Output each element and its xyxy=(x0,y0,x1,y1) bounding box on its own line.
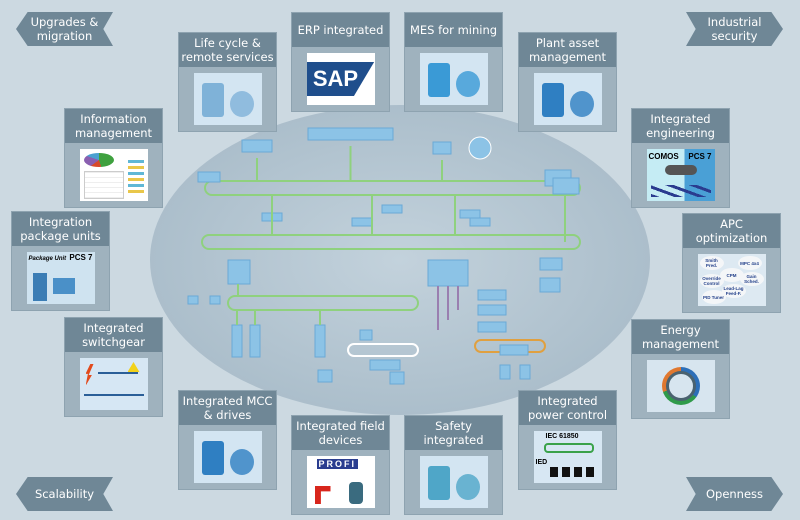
device xyxy=(477,304,507,316)
device xyxy=(209,295,221,305)
device xyxy=(314,324,326,358)
device xyxy=(351,217,373,227)
device xyxy=(539,277,561,293)
package-unit-label: Package Unit xyxy=(28,256,67,262)
module-title: Energy management xyxy=(632,320,729,354)
arrow-scalability[interactable]: Scalability xyxy=(16,477,113,511)
module-title: Integrated switchgear xyxy=(65,318,162,352)
module-title: Integrated field devices xyxy=(292,416,389,450)
arrow-upgrades[interactable]: Upgrades & migration xyxy=(16,12,113,46)
switchgear-icon xyxy=(79,358,148,410)
module-title: Information management xyxy=(65,109,162,143)
device xyxy=(227,259,251,285)
device xyxy=(552,177,580,195)
device xyxy=(519,364,531,380)
apc-function-bubble: PID Tuner xyxy=(701,290,726,304)
device xyxy=(477,321,507,333)
apc-function-bubble: MPC 4x4 xyxy=(737,256,762,270)
device xyxy=(241,139,273,153)
arrow-security[interactable]: Industrial security xyxy=(686,12,783,46)
arrow-label: Industrial security xyxy=(707,15,762,43)
network-bus xyxy=(201,234,581,250)
remote-service-icon xyxy=(193,73,262,125)
device xyxy=(359,329,373,341)
apc-function-bubble: Smith Pred. xyxy=(699,256,724,270)
control-room-icon xyxy=(419,53,488,105)
device xyxy=(469,217,491,227)
module-switchgear[interactable]: Integrated switchgear xyxy=(64,317,163,417)
arrow-label: Scalability xyxy=(34,487,95,501)
globe-icon xyxy=(468,136,492,160)
sap-logo: SAP xyxy=(306,53,375,105)
apc-function-bubble: Lead-Lag Feed-F. xyxy=(721,284,746,298)
device xyxy=(307,127,394,141)
device xyxy=(539,257,563,271)
module-title: Integrated engineering xyxy=(632,109,729,143)
module-mcc[interactable]: Integrated MCC & drives xyxy=(178,390,277,490)
pcs7-label: PCS 7 xyxy=(69,253,93,262)
apc-function-bubble: Gain Sched. xyxy=(739,272,764,286)
device-bus xyxy=(347,343,419,357)
ied-label: IED xyxy=(535,459,548,466)
module-title: Integrated power control xyxy=(519,391,616,425)
safety-controller-icon xyxy=(419,456,488,508)
comos-pcs7-icon: COMOS PCS 7 xyxy=(646,149,715,201)
module-safety[interactable]: Safety integrated xyxy=(404,415,503,515)
device xyxy=(432,141,452,155)
module-mes[interactable]: MES for mining xyxy=(404,12,503,112)
module-asset[interactable]: Plant asset management xyxy=(518,32,617,132)
module-lifecycle[interactable]: Life cycle & remote services xyxy=(178,32,277,132)
device xyxy=(459,209,481,219)
profibus-logo: PROFI xyxy=(316,459,359,469)
network-bus xyxy=(227,295,419,311)
module-energy[interactable]: Energy management xyxy=(631,319,730,419)
arrow-label: Upgrades & migration xyxy=(30,15,99,43)
module-title: APC optimization xyxy=(683,214,780,248)
module-title: ERP integrated xyxy=(292,13,389,47)
iec61850-label: IEC 61850 xyxy=(545,433,579,440)
module-info[interactable]: Information management xyxy=(64,108,163,208)
device xyxy=(249,324,261,358)
apc-function-bubble: CPM xyxy=(719,268,744,282)
device xyxy=(477,289,507,301)
motor-drive-icon xyxy=(193,431,262,483)
module-title: Life cycle & remote services xyxy=(179,33,276,67)
network-bus xyxy=(204,180,581,196)
device xyxy=(427,259,469,287)
module-title: Plant asset management xyxy=(519,33,616,67)
device xyxy=(389,371,405,385)
device xyxy=(187,295,199,305)
device xyxy=(499,344,529,356)
profibus-fieldbus-icon: PROFI xyxy=(306,456,375,508)
apc-function-bubble: Override Control xyxy=(699,274,724,288)
valve-pump-icon xyxy=(533,73,602,125)
device xyxy=(197,171,221,183)
module-title: Safety integrated xyxy=(405,416,502,450)
device xyxy=(381,204,403,214)
pcs7-label: PCS 7 xyxy=(688,152,712,161)
device xyxy=(317,369,333,383)
sap-logo: SAP xyxy=(306,62,375,96)
module-title: Integration package units xyxy=(12,212,109,246)
energy-cycle-icon xyxy=(646,360,715,412)
arrow-openness[interactable]: Openness xyxy=(686,477,783,511)
module-title: MES for mining xyxy=(405,13,502,47)
arrow-label: Openness xyxy=(705,487,764,501)
report-charts-icon xyxy=(79,149,148,201)
module-title: Integrated MCC & drives xyxy=(179,391,276,425)
device xyxy=(231,324,243,358)
device xyxy=(369,359,401,371)
device xyxy=(499,364,511,380)
comos-label: COMOS xyxy=(648,152,679,161)
